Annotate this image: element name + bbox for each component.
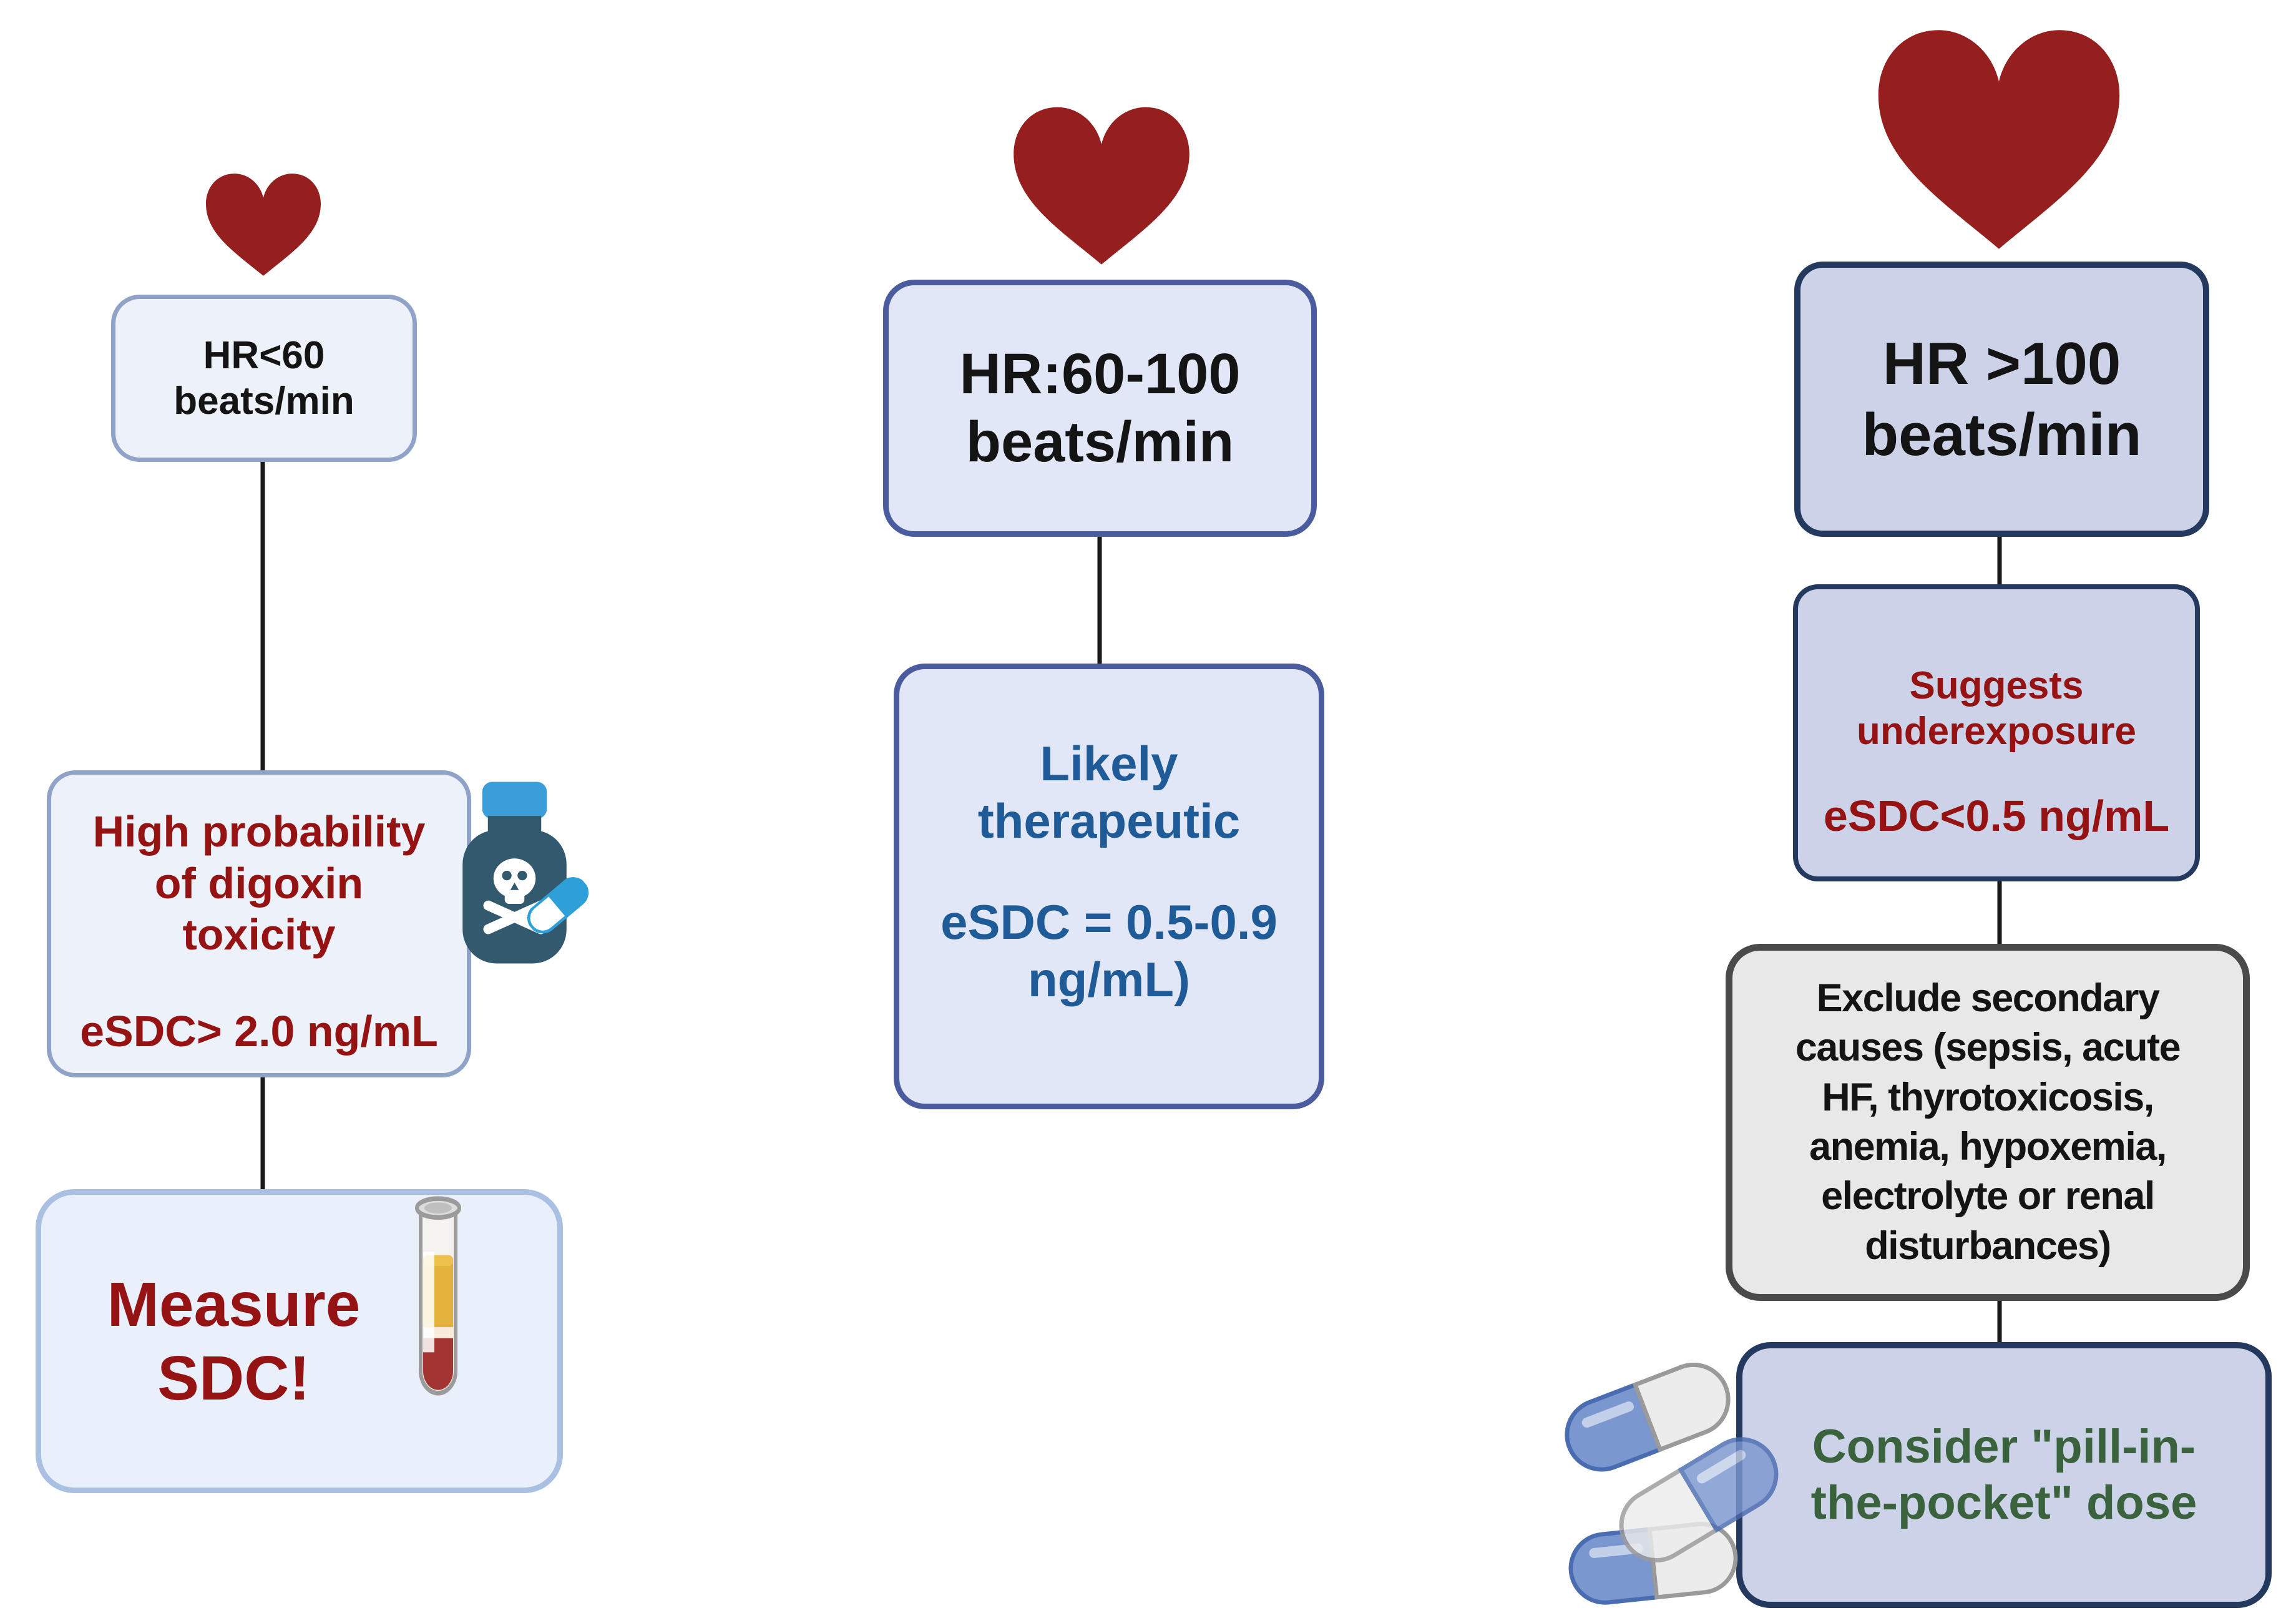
- node-hr-gt100: HR >100 beats/min: [1794, 262, 2209, 537]
- node-text: HR<60: [203, 333, 325, 377]
- node-hr-60-100: HR:60-100 beats/min: [883, 280, 1317, 537]
- flow-connector: [1997, 881, 2002, 944]
- node-text: High probability: [92, 807, 426, 856]
- node-text: Likely: [1040, 736, 1178, 791]
- node-text: beats/min: [965, 410, 1234, 474]
- flow-connector: [1997, 1301, 2002, 1342]
- node-text: electrolyte or renal: [1821, 1174, 2155, 1218]
- node-text: Measure: [107, 1269, 361, 1340]
- node-pill-in-pocket: Consider "pill-in- the-pocket" dose: [1736, 1342, 2272, 1608]
- node-hr-lt60: HR<60 beats/min: [111, 295, 417, 462]
- node-likely-therapeutic: Likely therapeutic eSDC = 0.5-0.9 ng/mL): [894, 664, 1324, 1109]
- node-underexposure: Suggests underexposure eSDC<0.5 ng/mL: [1793, 584, 2200, 881]
- pill-capsules-icon: [1553, 1351, 1742, 1483]
- node-value: ng/mL): [1028, 952, 1190, 1008]
- node-text: underexposure: [1857, 710, 2136, 753]
- node-text: beats/min: [173, 380, 354, 423]
- flow-connector: [1997, 537, 2002, 584]
- node-text: HR >100: [1882, 330, 2121, 398]
- node-text: the-pocket" dose: [1810, 1476, 2197, 1529]
- poison-bottle-skull-icon: [444, 779, 585, 966]
- node-text: causes (sepsis, acute: [1795, 1026, 2181, 1070]
- node-text: HR:60-100: [959, 342, 1241, 406]
- flow-connector: [260, 1077, 265, 1189]
- node-text: Consider "pill-in-: [1812, 1420, 2196, 1474]
- pill-capsules-icon: [1605, 1423, 1793, 1577]
- node-text: toxicity: [182, 910, 336, 959]
- flow-connector: [260, 462, 265, 770]
- heart-icon: [1868, 11, 2130, 260]
- node-value: eSDC<0.5 ng/mL: [1823, 792, 2170, 841]
- node-value: eSDC = 0.5-0.9: [940, 895, 1277, 950]
- node-text: Suggests: [1909, 664, 2084, 707]
- node-text: Exclude secondary: [1816, 976, 2160, 1020]
- blood-test-tube-icon: [407, 1186, 469, 1431]
- heart-icon: [201, 165, 326, 281]
- node-measure-sdc: Measure SDC!: [36, 1189, 563, 1493]
- node-text: SDC!: [157, 1343, 310, 1413]
- flow-connector: [1097, 537, 1102, 664]
- node-text: of digoxin: [154, 858, 364, 908]
- node-text: anemia, hypoxemia,: [1809, 1125, 2167, 1169]
- node-exclude-secondary-causes: Exclude secondary causes (sepsis, acute …: [1726, 944, 2250, 1301]
- node-value: eSDC> 2.0 ng/mL: [80, 1007, 438, 1056]
- node-digoxin-toxicity: High probability of digoxin toxicity eSD…: [47, 770, 471, 1077]
- node-text: beats/min: [1862, 401, 2142, 468]
- node-text: disturbances): [1865, 1223, 2111, 1268]
- node-text: therapeutic: [977, 793, 1241, 849]
- pill-capsule-icon: [522, 871, 595, 939]
- node-text: HF, thyrotoxicosis,: [1822, 1075, 2154, 1119]
- heart-icon: [1006, 94, 1197, 272]
